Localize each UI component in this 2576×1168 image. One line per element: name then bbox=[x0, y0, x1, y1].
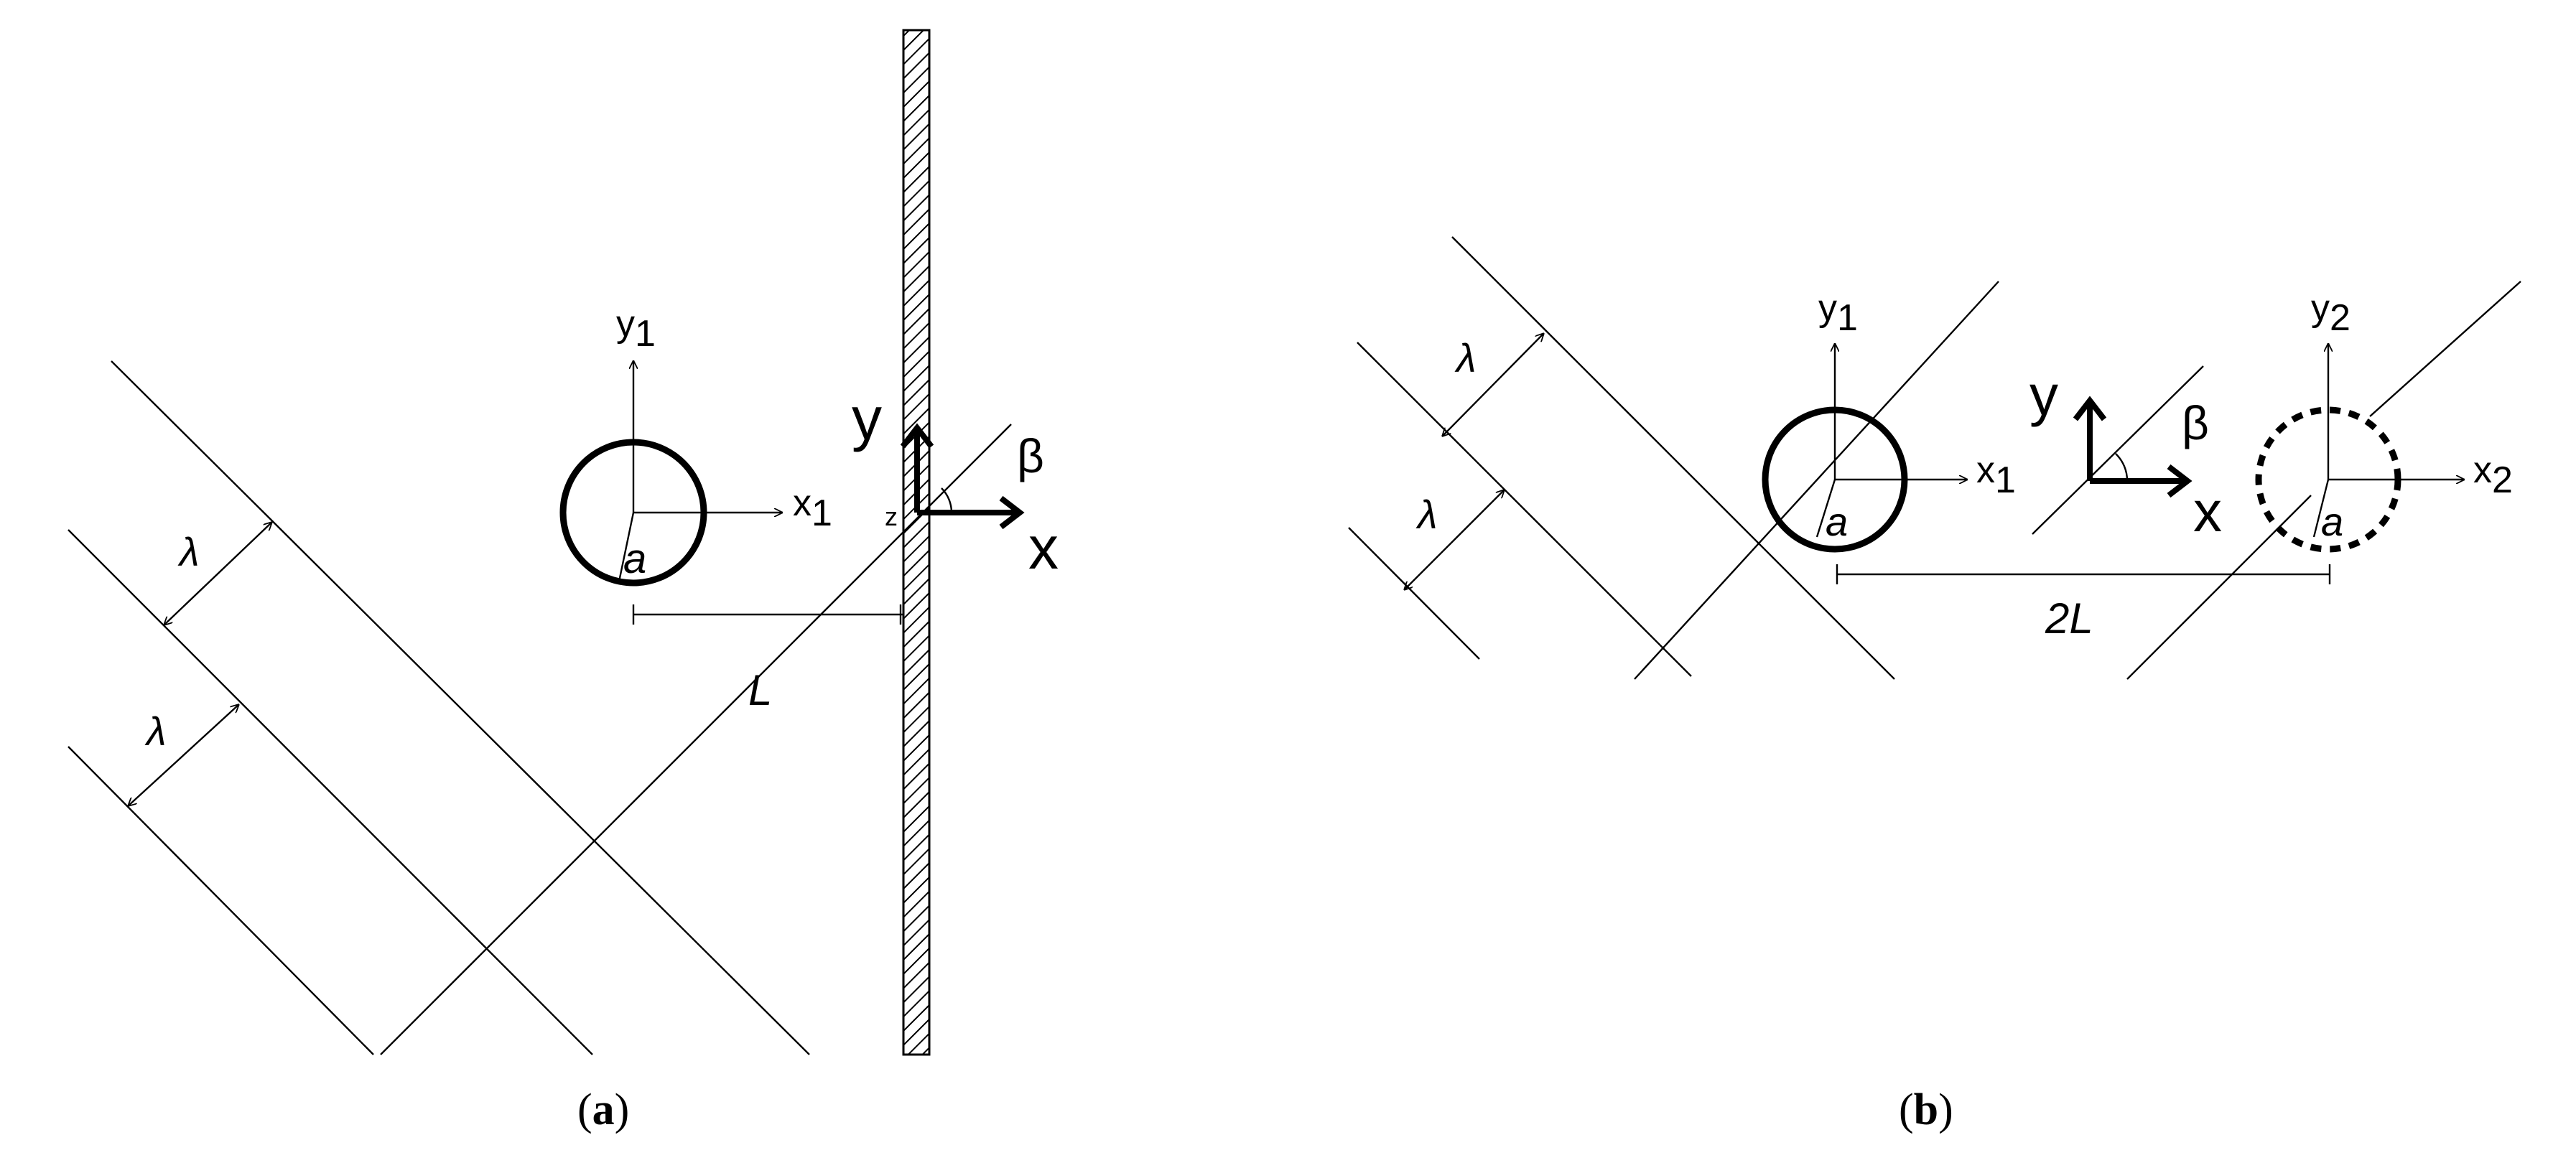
wavefront-line bbox=[68, 746, 374, 1055]
wavefront-line bbox=[1451, 236, 1895, 680]
angle-arc bbox=[941, 487, 953, 513]
wavefront-line bbox=[68, 529, 593, 1055]
radius-line bbox=[2312, 479, 2330, 538]
global-axis-x-label: x bbox=[1028, 514, 1059, 581]
wavefront-line bbox=[111, 360, 810, 1055]
propagation-line bbox=[1634, 281, 1999, 680]
angle-arc bbox=[2115, 453, 2129, 482]
distance-label: 2L bbox=[2045, 594, 2093, 643]
global-axis-x-label: x bbox=[2193, 480, 2222, 543]
angle-label: β bbox=[1017, 429, 1044, 482]
global-axis-z-label: z bbox=[885, 502, 898, 531]
wavelength-label: λ bbox=[1415, 492, 1438, 537]
radius-line bbox=[1815, 479, 1836, 538]
radius-label: a bbox=[2321, 499, 2343, 544]
radius-label: a bbox=[1826, 499, 1848, 544]
panel-a: λ λ L a y1 x1 y x z β bbox=[68, 29, 1059, 1134]
global-axis-y-arrowhead bbox=[2073, 396, 2107, 421]
wavelength-label: λ bbox=[1454, 335, 1477, 380]
panel-caption: (a) bbox=[577, 1085, 629, 1134]
global-axis-y-arrowhead bbox=[900, 423, 934, 449]
body-axis-y-label: y1 bbox=[616, 303, 656, 355]
global-axis-y-label: y bbox=[2029, 363, 2058, 427]
propagation-line bbox=[2369, 281, 2521, 417]
body2-axis-y-label: y2 bbox=[2311, 287, 2351, 339]
wavelength-label: λ bbox=[177, 529, 200, 574]
distance-label: L bbox=[748, 666, 772, 714]
radius-line bbox=[618, 512, 635, 582]
wavefront-line bbox=[1357, 342, 1692, 677]
panel-caption: (b) bbox=[1899, 1085, 1953, 1134]
panel-b: λ λ a y1 x1 a y2 x2 2 bbox=[1348, 236, 2521, 1134]
body-axis-x-label: x1 bbox=[793, 482, 832, 534]
global-axis-x-arrowhead bbox=[2167, 464, 2193, 498]
radius-label: a bbox=[623, 536, 646, 582]
angle-label: β bbox=[2182, 396, 2209, 449]
wavefront-line bbox=[1348, 527, 1480, 660]
propagation-line bbox=[2032, 365, 2204, 535]
global-axis-y-label: y bbox=[852, 385, 882, 452]
wavelength-arrow bbox=[128, 704, 239, 806]
wavelength-arrow bbox=[1442, 333, 1544, 436]
global-axis-x-arrowhead bbox=[999, 495, 1025, 530]
wavelength-label: λ bbox=[144, 709, 167, 754]
body1-axis-y-label: y1 bbox=[1818, 287, 1858, 339]
body2-axis-x-label: x2 bbox=[2473, 449, 2513, 501]
body1-axis-x-label: x1 bbox=[1976, 449, 2016, 501]
wavelength-arrow bbox=[164, 522, 272, 625]
wall bbox=[902, 29, 931, 1056]
wavelength-arrow bbox=[1404, 490, 1505, 590]
